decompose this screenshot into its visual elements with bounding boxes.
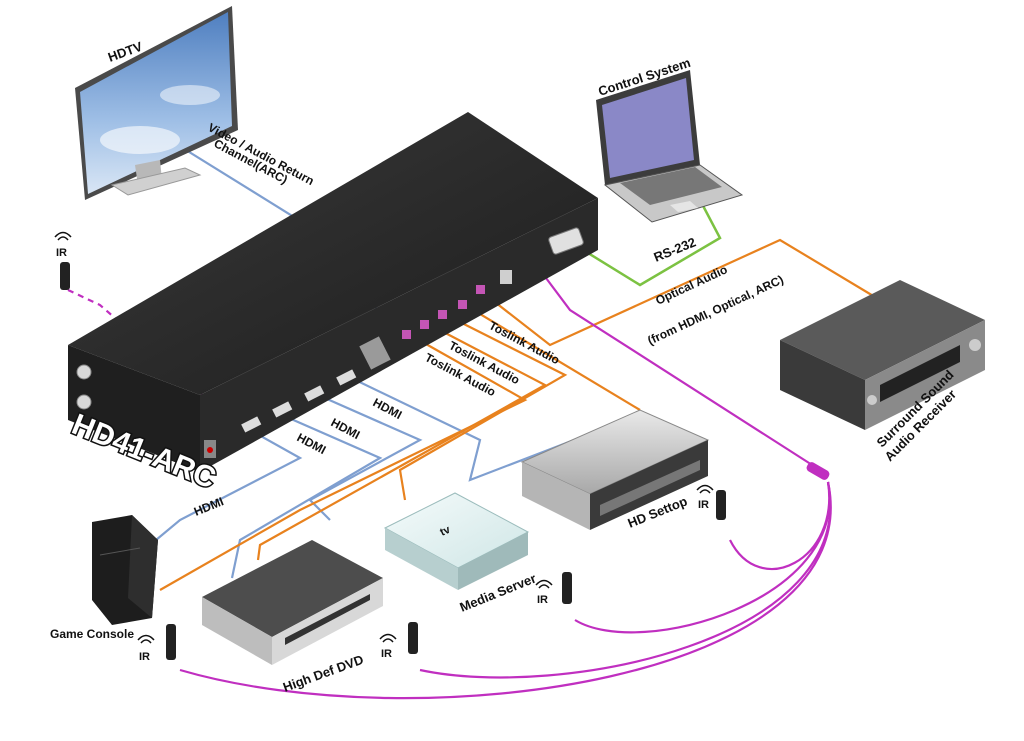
rs232-label: RS-232 [652,234,698,264]
ir-label-1: IR [56,247,67,259]
high-def-dvd [202,540,383,665]
ir-cable-dashed [67,289,233,421]
rs232-cable [574,199,722,287]
optical-label-line2: (from HDMI, Optical, ARC) [645,272,785,347]
surround-receiver [780,280,985,430]
hd-settop [520,409,710,530]
ir-label-2: IR [698,499,709,511]
laptop [596,70,744,223]
game-console-label: Game Console [50,627,134,641]
ir-splitter [806,462,830,480]
dvd-label: High Def DVD [281,652,366,695]
hdmi-label-4: HDMI [192,494,226,518]
hdmi-label-1: HDMI [371,395,405,422]
game-console [92,515,158,625]
ir-label-5: IR [139,651,150,663]
toslink-cables [159,238,881,591]
ir-label-3: IR [537,594,548,606]
ir-label-4: IR [381,648,392,660]
ir-wave-icons [54,231,714,644]
hdtv [75,6,238,200]
media-server: tv [383,492,530,590]
ir-receivers [60,262,726,660]
ir-cables [179,269,832,700]
hd41-arc-switcher [68,112,598,472]
hdmi-label-3: HDMI [295,430,329,457]
